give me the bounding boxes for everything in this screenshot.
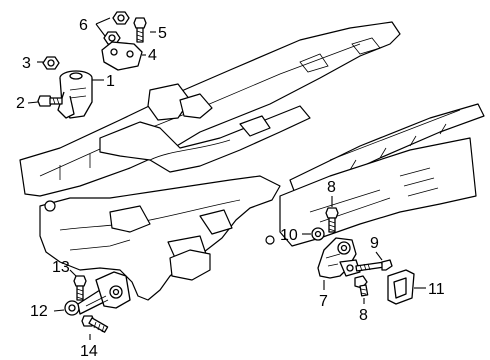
bolt-part-8-upper: [325, 207, 339, 233]
insulator-part-11: [387, 269, 415, 305]
engine-mount-part-1: [57, 70, 93, 119]
torque-rod-part-12: [64, 271, 131, 316]
callout-3: 3: [22, 55, 31, 72]
callout-10: 10: [280, 227, 298, 244]
engine-mount-part-7: [317, 237, 361, 279]
callout-leader-12: [53, 309, 65, 312]
middle-crossmember: [99, 105, 311, 173]
callout-13: 13: [52, 259, 70, 276]
callout-8-lower: 8: [359, 307, 368, 324]
bolt-part-2: [37, 95, 63, 107]
bolt-part-13: [73, 275, 87, 301]
callout-12: 12: [30, 303, 48, 320]
nut-part-6-lower: [103, 31, 121, 45]
callout-5: 5: [158, 25, 167, 42]
nut-part-10: [311, 227, 325, 241]
nut-part-3: [42, 56, 60, 70]
callout-1: 1: [106, 73, 115, 90]
callout-9: 9: [370, 235, 379, 252]
right-side-rail: [279, 103, 485, 247]
callout-7: 7: [319, 293, 328, 310]
callout-leader-2: [27, 101, 39, 104]
callout-leader-9: [375, 251, 383, 261]
callout-11: 11: [428, 281, 445, 298]
bolt-part-9: [355, 259, 393, 272]
callout-2: 2: [16, 95, 25, 112]
callout-6: 6: [79, 17, 88, 34]
bolt-part-8-lower: [354, 275, 369, 297]
callout-leader-6: [95, 17, 111, 37]
callout-14: 14: [80, 343, 98, 360]
callout-8-upper: 8: [327, 179, 336, 196]
bracket-part-4: [101, 41, 143, 71]
nut-part-6-top: [112, 11, 130, 25]
bolt-part-5: [133, 17, 147, 43]
callout-4: 4: [148, 47, 157, 64]
bolt-part-14: [81, 315, 109, 333]
callout-leader-13: [69, 269, 77, 277]
lower-subframe: [39, 175, 281, 301]
